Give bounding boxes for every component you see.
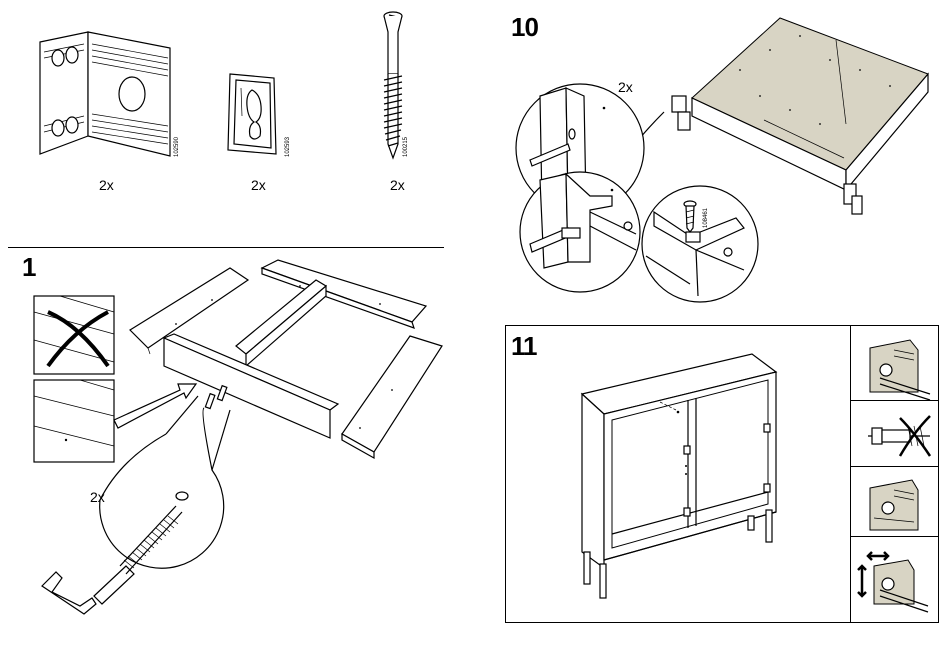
detail-bracket-mount-icon (870, 340, 930, 400)
